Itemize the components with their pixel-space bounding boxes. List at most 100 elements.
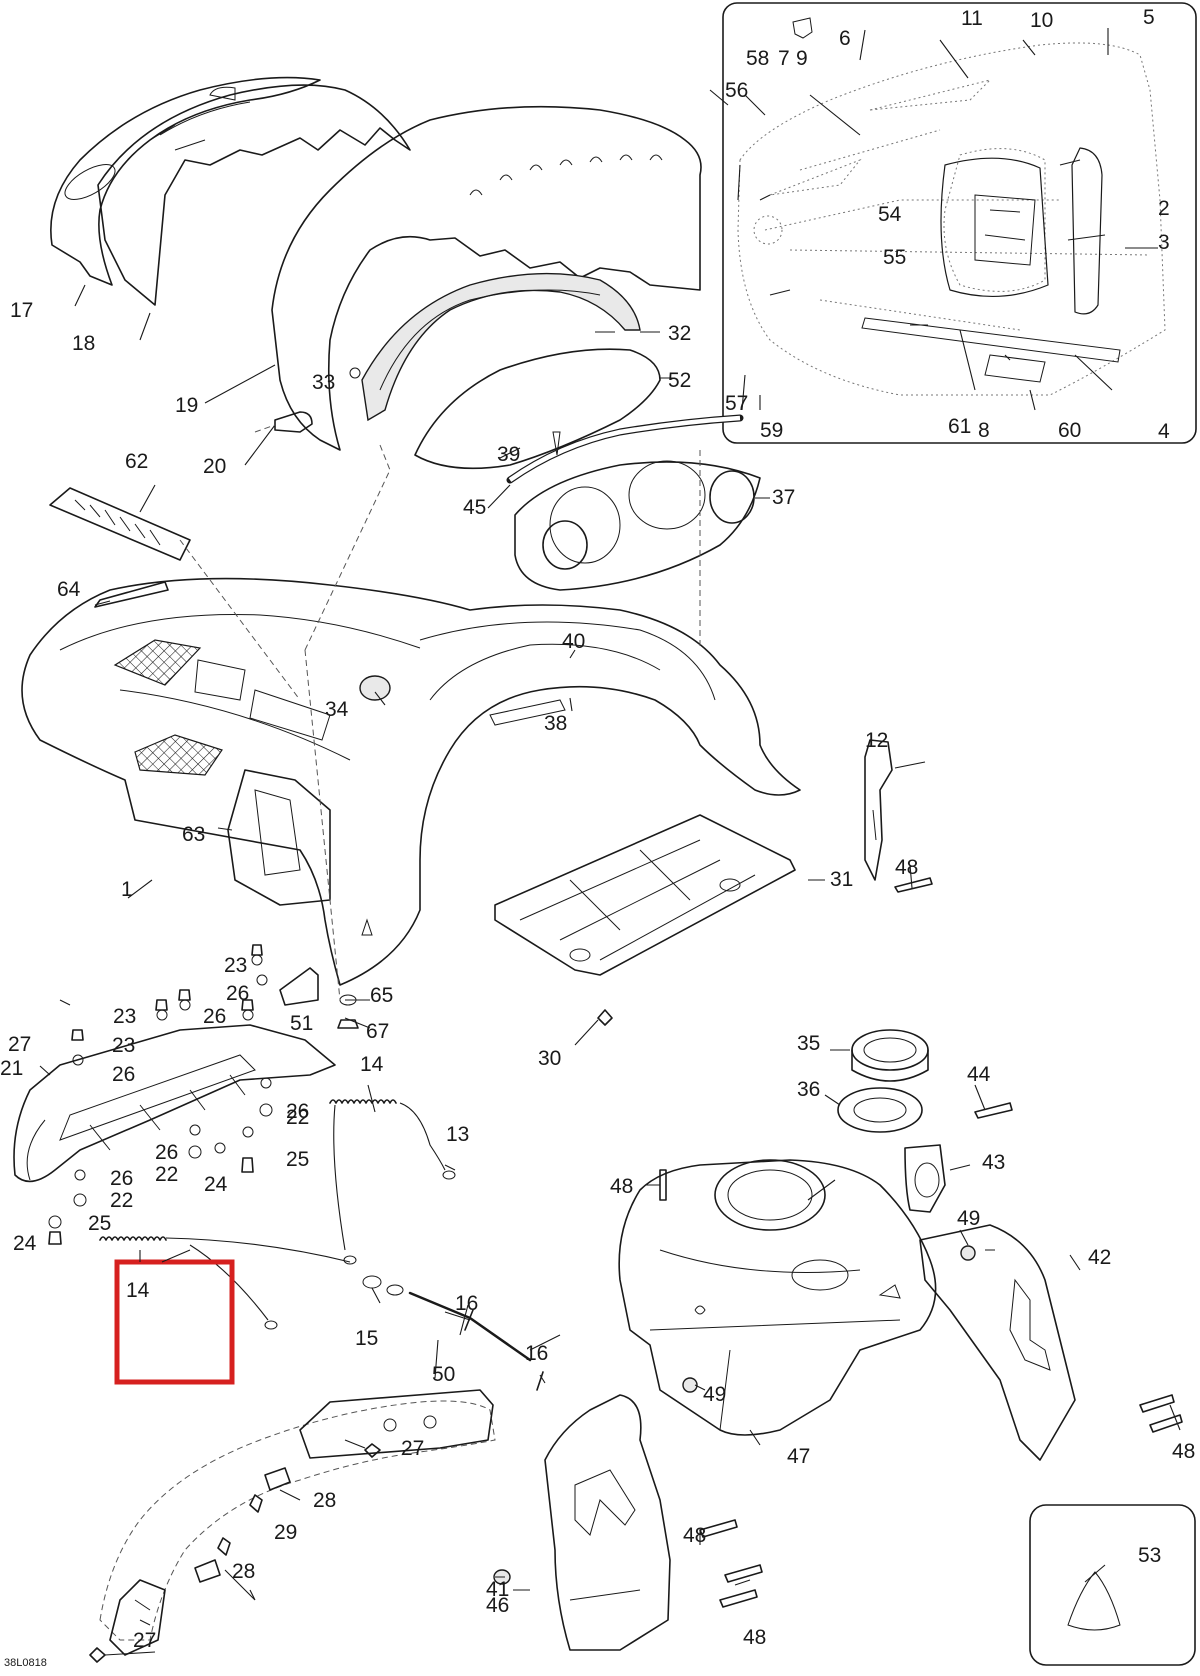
label-52: 52 xyxy=(668,369,691,392)
cap-part-35 xyxy=(851,1029,929,1082)
label-26-a: 26 xyxy=(226,982,249,1005)
side-panel-18 xyxy=(97,84,411,306)
label-14-lower: 14 xyxy=(126,1279,150,1302)
label-18: 18 xyxy=(72,332,95,355)
screw-part-30 xyxy=(597,1009,613,1026)
label-59: 59 xyxy=(760,419,783,442)
label-14-upper: 14 xyxy=(360,1053,384,1076)
label-58: 58 xyxy=(746,47,769,70)
label-64: 64 xyxy=(57,578,81,601)
label-19: 19 xyxy=(175,394,198,417)
plug-part-49-upper xyxy=(960,1245,976,1261)
windshield-panel-19 xyxy=(271,105,702,451)
nut-part-67 xyxy=(337,1019,359,1029)
label-17: 17 xyxy=(10,299,33,322)
bracket-part-12 xyxy=(864,739,893,881)
callout-labels: 1 2 3 4 5 6 7 8 9 10 11 12 13 14 14 15 1… xyxy=(0,6,1195,1669)
label-53: 53 xyxy=(1138,1544,1161,1567)
label-25-a: 25 xyxy=(286,1148,309,1171)
label-26-d: 26 xyxy=(286,1100,309,1123)
console-part-47 xyxy=(618,1159,937,1436)
washers-fasteners-group xyxy=(48,944,273,1245)
cable-part-13 xyxy=(333,1102,456,1265)
label-3: 3 xyxy=(1158,231,1170,254)
label-7: 7 xyxy=(778,47,790,70)
screw-part-39 xyxy=(552,431,561,456)
main-hood-part-1 xyxy=(21,577,801,986)
label-25-b: 25 xyxy=(88,1212,111,1235)
label-30: 30 xyxy=(538,1047,561,1070)
label-27-c: 27 xyxy=(133,1629,156,1652)
label-31: 31 xyxy=(830,868,853,891)
label-48-c: 48 xyxy=(1172,1440,1195,1463)
label-54: 54 xyxy=(878,203,902,226)
label-6: 6 xyxy=(839,27,851,50)
label-40: 40 xyxy=(562,630,585,653)
label-26-e: 26 xyxy=(155,1141,178,1164)
label-63: 63 xyxy=(182,823,205,846)
label-46: 46 xyxy=(486,1594,509,1617)
label-62: 62 xyxy=(125,450,148,473)
rivet-part-44 xyxy=(974,1102,1013,1119)
rivet-part-48-upper xyxy=(659,1169,667,1201)
label-41: 41 xyxy=(486,1578,509,1601)
side-panel-part-42 xyxy=(919,1224,1076,1461)
label-26-b: 26 xyxy=(203,1005,226,1028)
label-60: 60 xyxy=(1058,419,1081,442)
label-50: 50 xyxy=(432,1363,455,1386)
rivet-part-48-top xyxy=(894,877,933,893)
label-47: 47 xyxy=(787,1445,810,1468)
plug-part-49-lower xyxy=(682,1377,698,1393)
instrument-bezel-37 xyxy=(514,460,761,591)
label-38: 38 xyxy=(544,712,567,735)
grille-part-62 xyxy=(49,487,191,561)
label-49-b: 49 xyxy=(703,1383,726,1406)
clip-part-20 xyxy=(274,411,313,433)
label-28-b: 28 xyxy=(232,1560,255,1583)
label-35: 35 xyxy=(797,1032,820,1055)
label-39: 39 xyxy=(497,443,520,466)
label-28-a: 28 xyxy=(313,1489,336,1512)
side-panel-part-41 xyxy=(544,1394,671,1651)
label-1: 1 xyxy=(121,878,133,901)
label-49-a: 49 xyxy=(957,1207,980,1230)
label-13: 13 xyxy=(446,1123,469,1146)
label-5: 5 xyxy=(1143,6,1155,29)
label-10: 10 xyxy=(1030,9,1053,32)
label-48-e: 48 xyxy=(743,1626,766,1649)
label-15: 15 xyxy=(355,1327,378,1350)
label-23-a: 23 xyxy=(224,954,247,977)
label-23-c: 23 xyxy=(112,1034,135,1057)
label-22-c: 22 xyxy=(110,1189,133,1212)
label-29: 29 xyxy=(274,1521,297,1544)
bracket-part-63 xyxy=(227,769,331,906)
label-65: 65 xyxy=(370,984,393,1007)
label-16-upper: 16 xyxy=(455,1292,478,1315)
label-8: 8 xyxy=(978,419,990,442)
bumper-bracket-part-21 xyxy=(13,1024,336,1183)
inset-part-53 xyxy=(1029,1504,1196,1666)
bracket-part-51 xyxy=(279,967,319,1006)
label-20: 20 xyxy=(203,455,226,478)
label-23-b: 23 xyxy=(113,1005,136,1028)
rivets-part-48-right xyxy=(1139,1394,1183,1433)
label-56: 56 xyxy=(725,79,748,102)
tray-part-31 xyxy=(494,814,796,976)
label-43: 43 xyxy=(982,1151,1005,1174)
label-4: 4 xyxy=(1158,420,1170,443)
label-27-b: 27 xyxy=(401,1437,424,1460)
fastener-part-33 xyxy=(349,367,361,379)
spring-part-14-lower xyxy=(99,1236,351,1330)
rear-bumper-assembly xyxy=(89,1389,496,1663)
label-67: 67 xyxy=(366,1020,389,1043)
gasket-part-43 xyxy=(904,1144,946,1213)
label-27-a: 27 xyxy=(8,1033,31,1056)
label-2: 2 xyxy=(1158,197,1170,220)
label-48-b: 48 xyxy=(610,1175,633,1198)
side-panel-17 xyxy=(50,76,321,286)
ring-part-36 xyxy=(837,1087,923,1133)
rivets-part-48-lower xyxy=(699,1519,763,1608)
label-26-c: 26 xyxy=(112,1063,135,1086)
label-45: 45 xyxy=(463,496,486,519)
